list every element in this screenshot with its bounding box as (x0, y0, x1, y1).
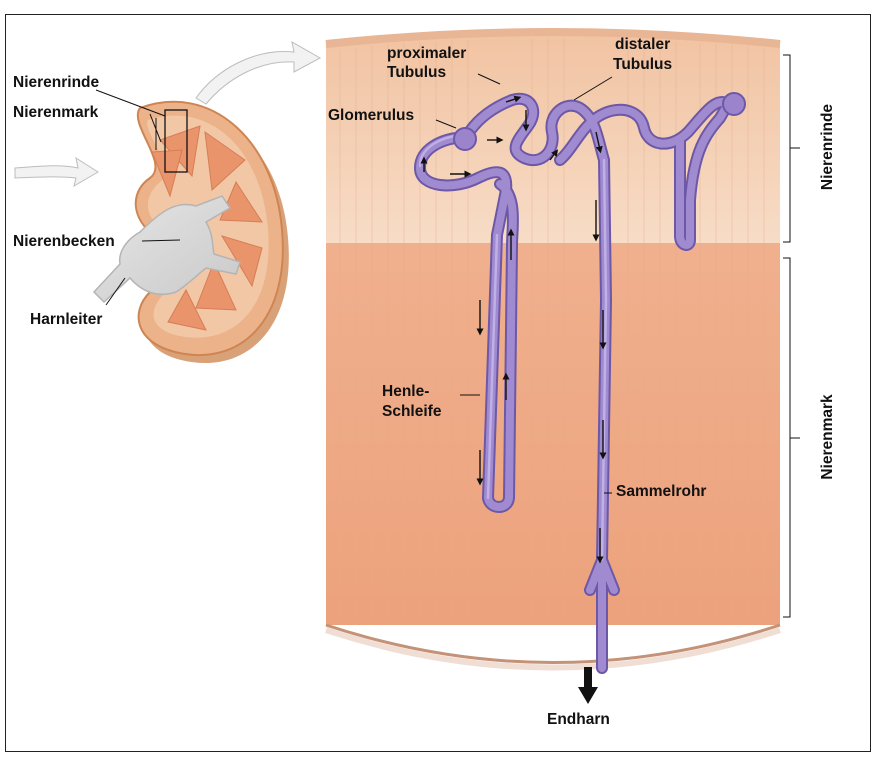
glomerulus-ball-2 (723, 93, 745, 115)
label-endharn: Endharn (547, 710, 610, 729)
label-nierenrinde: Nierenrinde (13, 73, 99, 92)
glomerulus-ball (454, 128, 476, 150)
label-side-nierenmark: Nierenmark (819, 387, 837, 487)
label-side-nierenrinde: Nierenrinde (819, 97, 837, 197)
label-proximaler-tubulus-2: Tubulus (387, 63, 446, 82)
label-harnleiter: Harnleiter (30, 310, 102, 329)
region-brackets (783, 55, 800, 617)
kidney-cross-section (94, 90, 289, 363)
label-distaler-tubulus-2: Tubulus (613, 55, 672, 74)
zoom-arrow (196, 42, 320, 104)
label-sammelrohr: Sammelrohr (616, 482, 706, 501)
label-distaler-tubulus-1: distaler (615, 35, 670, 54)
label-henle-1: Henle- (382, 382, 429, 401)
entry-arrow (15, 158, 98, 186)
label-proximaler-tubulus-1: proximaler (387, 44, 466, 63)
label-nierenbecken: Nierenbecken (13, 232, 115, 251)
medulla-region (326, 243, 780, 625)
label-glomerulus: Glomerulus (328, 106, 414, 125)
label-henle-2: Schleife (382, 402, 441, 421)
label-nierenmark: Nierenmark (13, 103, 98, 122)
